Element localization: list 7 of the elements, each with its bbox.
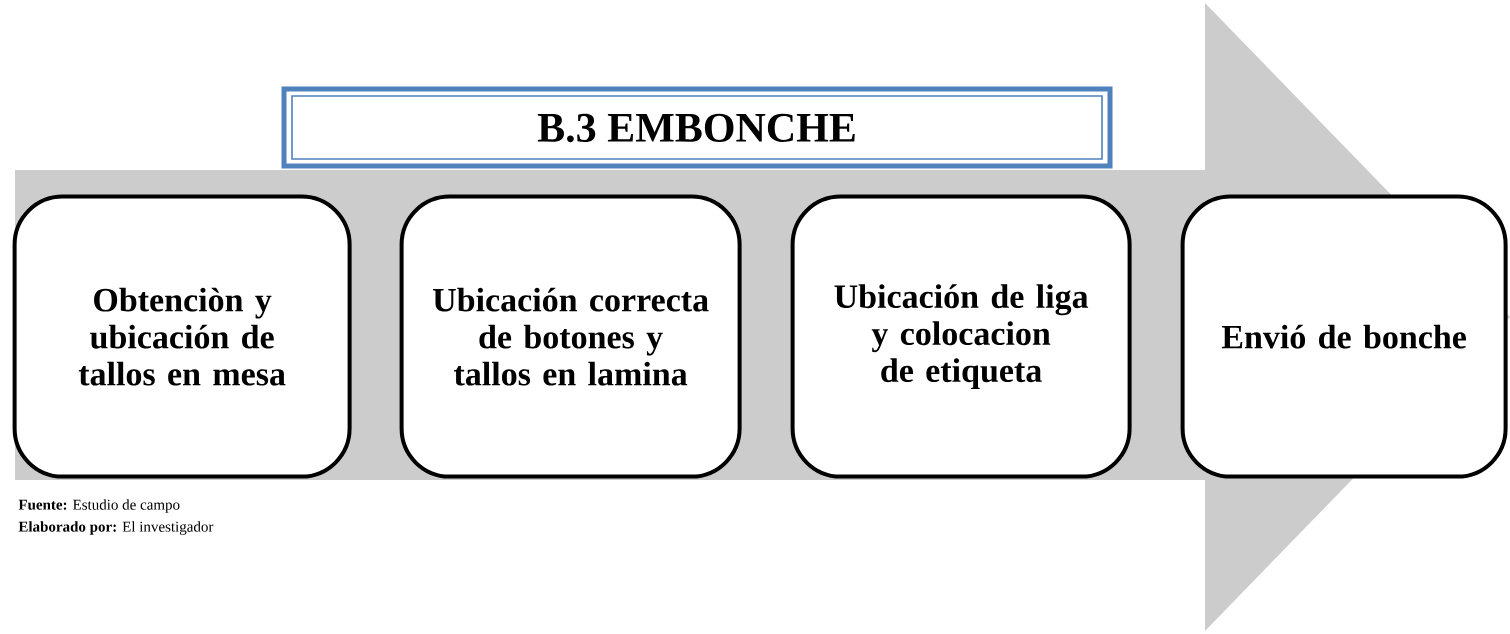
step-box: Ubicación de liga y colocacion de etiqueta <box>790 194 1132 479</box>
step-box: Obtenciòn y ubicación de tallos en mesa <box>12 194 352 479</box>
title-box: B.3 EMBONCHE <box>281 86 1113 169</box>
step-box: Envió de bonche <box>1180 194 1508 479</box>
source-note: Fuente: Estudio de campo <box>18 499 180 513</box>
source-note: Elaborado por: El investigador <box>18 521 214 535</box>
step-box: Ubicación correcta de botones y tallos en lamina <box>399 194 742 479</box>
